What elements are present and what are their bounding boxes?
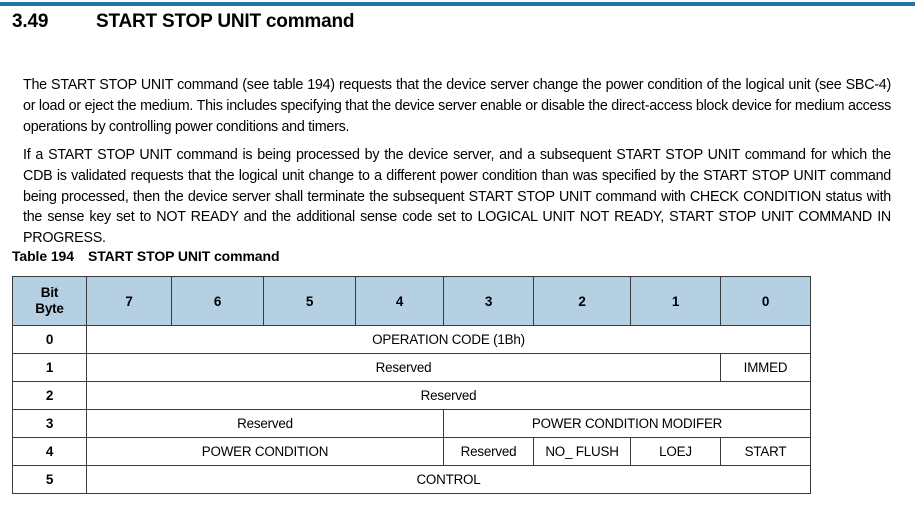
table-byte-number: 5 bbox=[12, 465, 87, 494]
body-paragraph-2: If a START STOP UNIT command is being pr… bbox=[23, 147, 891, 247]
table-field-cell: START bbox=[720, 437, 811, 466]
table-field-cell: NO_ FLUSH bbox=[533, 437, 631, 466]
header-label-bit: Bit bbox=[40, 285, 59, 300]
table-field-cell: LOEJ bbox=[630, 437, 721, 466]
table-header-bit-4: 4 bbox=[355, 276, 444, 326]
table-header-bit-6: 6 bbox=[171, 276, 264, 326]
table-byte-number: 4 bbox=[12, 437, 87, 466]
table-header-bit-3: 3 bbox=[443, 276, 534, 326]
table-field-cell: IMMED bbox=[720, 353, 811, 382]
table-byte-number: 2 bbox=[12, 381, 87, 410]
table-field-cell: Reserved bbox=[86, 409, 444, 438]
table-caption-number: Table 194 bbox=[12, 248, 74, 264]
table-field-cell: Reserved bbox=[443, 437, 534, 466]
top-rule-divider bbox=[0, 2, 915, 6]
table-field-cell: POWER CONDITION bbox=[86, 437, 444, 466]
table-header-bit-0: 0 bbox=[720, 276, 811, 326]
table-header-bit-7: 7 bbox=[86, 276, 172, 326]
table-field-cell: CONTROL bbox=[86, 465, 811, 494]
table-header-bit-2: 2 bbox=[533, 276, 631, 326]
table-header-bit-5: 5 bbox=[263, 276, 356, 326]
section-number: 3.49 bbox=[12, 11, 49, 32]
header-label-byte: Byte bbox=[35, 301, 64, 316]
table-header-bit-1: 1 bbox=[630, 276, 721, 326]
table-field-cell: Reserved bbox=[86, 353, 721, 382]
table-byte-number: 1 bbox=[12, 353, 87, 382]
table-field-cell: OPERATION CODE (1Bh) bbox=[86, 325, 811, 354]
table-caption-title: START STOP UNIT command bbox=[88, 248, 280, 264]
table-byte-number: 0 bbox=[12, 325, 87, 354]
table-field-cell: POWER CONDITION MODIFER bbox=[443, 409, 811, 438]
table-caption: Table 194 START STOP UNIT command bbox=[12, 248, 279, 264]
body-paragraph-1: The START STOP UNIT command (see table 1… bbox=[23, 77, 891, 135]
table-byte-number: 3 bbox=[12, 409, 87, 438]
section-title: START STOP UNIT command bbox=[96, 11, 355, 32]
section-heading: 3.49 START STOP UNIT command bbox=[12, 11, 892, 37]
table-field-cell: Reserved bbox=[86, 381, 811, 410]
